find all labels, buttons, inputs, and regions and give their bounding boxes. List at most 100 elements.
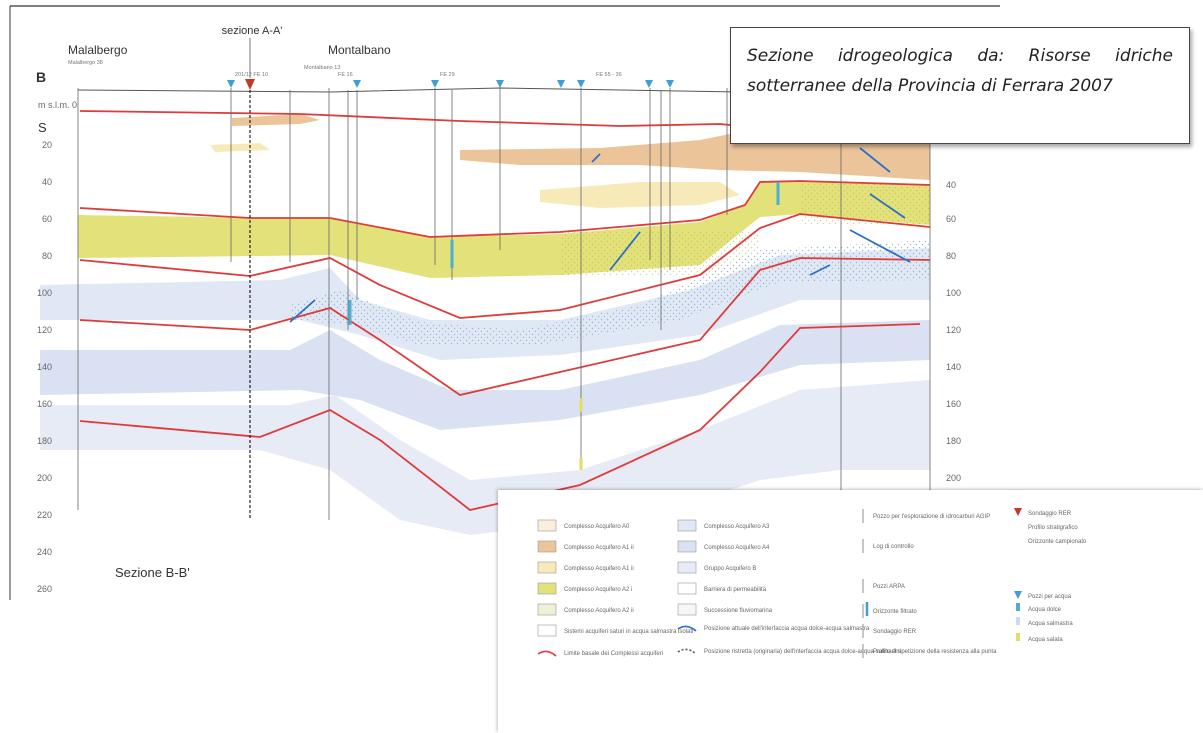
- legend-symbol-label: Orizzonte filtrato: [873, 609, 917, 615]
- section-name: Sezione B-B': [115, 565, 190, 580]
- well-code: 201/12 FE 10: [235, 72, 268, 78]
- legend-well-label: Pozzi per acqua: [1028, 594, 1072, 600]
- legend-unit-label: Complesso Acquifero A0: [564, 524, 630, 530]
- legend-brackish-swatch: [1016, 617, 1020, 625]
- depth-tick: 120: [946, 325, 961, 335]
- legend-well-label: Acqua dolce: [1028, 607, 1062, 613]
- depth-tick: 20: [42, 140, 52, 150]
- legend-unit-label: Complesso Acquifero A2 i: [564, 587, 632, 593]
- depth-tick: 240: [37, 547, 52, 557]
- well-marker: [666, 80, 674, 88]
- legend-well-label: Profilo stratigrafico: [1028, 525, 1078, 531]
- legend-unit-label: Gruppo Acquifero B: [704, 566, 756, 572]
- legend-fresh-swatch: [1016, 603, 1020, 611]
- depth-axis-right: 40 60 80 100 120 140 160 180 200: [946, 180, 961, 483]
- legend-well-label: Acqua salmastra: [1028, 621, 1073, 627]
- depth-tick: 220: [37, 510, 52, 520]
- well-malalbergo: Malalbergo 38: [68, 60, 103, 66]
- well-code: FE 29: [440, 72, 455, 78]
- depth-tick: 40: [946, 180, 956, 190]
- well-montalbano: Montalbano 13: [304, 65, 340, 71]
- legend-well-label: Sondaggio RER: [1028, 511, 1072, 517]
- legend-symbol-label: Sondaggio RER: [873, 629, 917, 635]
- depth-tick: 160: [946, 399, 961, 409]
- legend-well-marker: [1014, 591, 1022, 599]
- legend-line-label: Posizione attuale dell'interfaccia acqua…: [704, 626, 870, 632]
- legend-swatch: [677, 519, 697, 532]
- legend-swatch: [537, 540, 557, 553]
- legend-swatch: [677, 561, 697, 574]
- well-code: FE 55 - 36: [596, 72, 622, 78]
- legend-line-swatch: [537, 650, 557, 657]
- axis-letter: S: [38, 120, 47, 135]
- depth-tick: 40: [42, 177, 52, 187]
- legend-units: Complesso Acquifero A0 Complesso Acquifer…: [537, 519, 773, 637]
- basal-limit-a1: [79, 110, 761, 129]
- stratum-a2-dots-right: [800, 184, 930, 224]
- well-marker: [431, 80, 439, 88]
- caption-text: Sezione idrogeologica da: Risorse idrich…: [747, 46, 1173, 96]
- interface-line: [859, 147, 891, 173]
- stratum-a1-pale: [210, 143, 270, 152]
- legend-line-swatch: [677, 625, 697, 632]
- legend-line-label: Posizione ristretta (originaria) dell'in…: [704, 649, 902, 655]
- depth-tick: 100: [37, 288, 52, 298]
- interface-line: [869, 193, 906, 219]
- legend-swatch: [537, 519, 557, 532]
- legend-unit-label: Sistemi acquiferi saturi in acqua salmas…: [564, 629, 693, 635]
- legend-symbol-label: Pozzi ARPA: [873, 584, 905, 590]
- depth-tick: 180: [946, 436, 961, 446]
- depth-tick: 140: [946, 362, 961, 372]
- well-marker-red: [245, 79, 255, 90]
- well-marker: [557, 80, 565, 88]
- depth-tick: 160: [37, 399, 52, 409]
- depth-tick: 100: [946, 288, 961, 298]
- interface-line: [809, 264, 831, 276]
- legend-swatch: [677, 582, 697, 595]
- well-code: FE 16: [338, 72, 353, 78]
- interface-line: [591, 153, 601, 163]
- depth-tick: 180: [37, 436, 52, 446]
- legend-unit-label: Successione fluviomarina: [704, 608, 773, 614]
- stratum-a2: [78, 181, 930, 278]
- legend-line-items: Limite basale dei Complessi acquiferi Pos…: [537, 625, 902, 657]
- interface-lines: [289, 147, 911, 323]
- well-marker: [645, 80, 653, 88]
- basal-limit-a4: [79, 257, 931, 396]
- depth-tick: 120: [37, 325, 52, 335]
- legend-unit-label: Barriera di permeabilità: [704, 587, 767, 593]
- depth-tick: 200: [946, 473, 961, 483]
- depth-axis-left: 20 40 60 80 100 120 140 160 180 200 220 …: [37, 140, 52, 594]
- legend-swatch: [537, 582, 557, 595]
- legend-line-swatch: [677, 648, 697, 655]
- caption-box: Sezione idrogeologica da: Risorse idrich…: [730, 27, 1190, 144]
- legend-unit-label: Complesso Acquifero A1 ii: [564, 566, 634, 572]
- depth-tick: 60: [946, 214, 956, 224]
- endpoint-label: B: [36, 69, 46, 85]
- place-montalbano: Montalbano: [328, 43, 391, 57]
- depth-tick: 200: [37, 473, 52, 483]
- legend-swatch: [677, 540, 697, 553]
- well-marker: [353, 80, 361, 88]
- well-marker: [577, 80, 585, 88]
- legend-line-label: Limite basale dei Complessi acquiferi: [564, 651, 663, 657]
- legend-well-label: Acqua salata: [1028, 637, 1063, 643]
- stratum-a1-orange-left: [232, 114, 320, 126]
- legend-symbol-label: Pozzo per l'esplorazione di idrocarburi …: [873, 514, 990, 520]
- legend-swatch: [537, 603, 557, 616]
- legend-symbols: Pozzo per l'esplorazione di idrocarburi …: [862, 509, 997, 658]
- axis-unit: m s.l.m. 0: [38, 100, 77, 110]
- basal-limit-a3: [79, 213, 931, 319]
- well-markers: [227, 80, 674, 88]
- legend-symbol-label: Profilo di ripetizione della resistenza …: [873, 649, 997, 655]
- legend-unit-label: Complesso Acquifero A4: [704, 545, 770, 551]
- legend-swatch: [537, 561, 557, 574]
- legend-panel: Complesso Acquifero A0 Complesso Acquifer…: [498, 490, 1203, 733]
- depth-tick: 260: [37, 584, 52, 594]
- cross-section-label: sezione A-A': [222, 25, 283, 37]
- legend-swatch: [537, 624, 557, 637]
- interface-line: [849, 229, 911, 263]
- legend-unit-label: Complesso Acquifero A2 ii: [564, 608, 634, 614]
- legend-salt-swatch: [1016, 633, 1020, 641]
- legend-unit-label: Complesso Acquifero A1 ii: [564, 545, 634, 551]
